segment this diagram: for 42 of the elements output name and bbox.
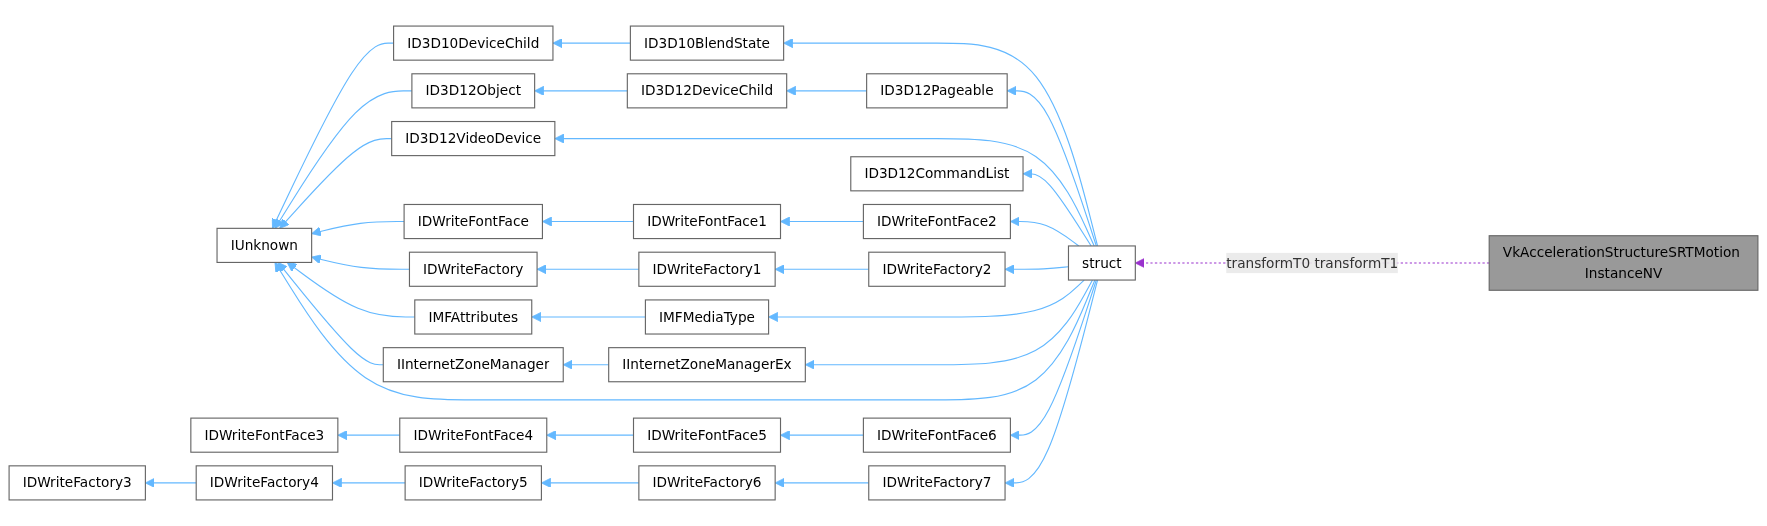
node-box: IMFAttributes bbox=[414, 299, 533, 335]
node-box: VkAccelerationStructureSRTMotion InstanceNV bbox=[1488, 235, 1759, 291]
node-box: IDWriteFactory4 bbox=[195, 465, 334, 501]
node-box: ID3D12VideoDevice bbox=[391, 120, 556, 157]
node-box: IDWriteFactory bbox=[408, 251, 538, 287]
arrow bbox=[780, 216, 864, 227]
arrow bbox=[277, 262, 384, 366]
node-box: IDWriteFontFace6 bbox=[862, 417, 1011, 453]
node-box: IDWriteFactory3 bbox=[8, 465, 146, 501]
node-box: IDWriteFontFace3 bbox=[190, 417, 339, 453]
node-box: struct bbox=[1067, 245, 1136, 281]
arrow bbox=[531, 312, 646, 322]
node-box: IMFMediaType bbox=[644, 299, 770, 335]
node-box: ID3D12DeviceChild bbox=[626, 73, 788, 109]
node-box: IDWriteFactory7 bbox=[868, 465, 1006, 501]
node-box: IDWriteFontFace bbox=[403, 203, 543, 240]
node-box: IDWriteFactory6 bbox=[638, 465, 776, 501]
arrow bbox=[552, 38, 631, 49]
node-box: ID3D12Object bbox=[411, 73, 536, 109]
node-box: ID3D10BlendState bbox=[629, 25, 785, 61]
node-box: IDWriteFactory2 bbox=[868, 251, 1006, 287]
node-box: IUnknown bbox=[216, 227, 313, 263]
arrow bbox=[274, 262, 1096, 401]
node-box: ID3D10DeviceChild bbox=[393, 25, 554, 61]
node-box: IInternetZoneManagerEx bbox=[608, 347, 806, 383]
node-box: IDWriteFactory1 bbox=[638, 251, 776, 287]
node-box: IDWriteFactory5 bbox=[404, 465, 542, 501]
arrow bbox=[780, 430, 864, 441]
arrow bbox=[554, 133, 1095, 247]
node-box: IDWriteFontFace1 bbox=[632, 203, 782, 240]
arrow bbox=[534, 85, 628, 96]
edge-label: transformT0 transformT1 bbox=[1226, 255, 1399, 271]
node-box: ID3D12Pageable bbox=[866, 73, 1008, 109]
node-box: ID3D12CommandList bbox=[850, 156, 1024, 192]
arrow bbox=[783, 38, 1099, 247]
node-box: IDWriteFontFace4 bbox=[399, 417, 548, 453]
node-box: IDWriteFontFace2 bbox=[862, 203, 1011, 240]
arrow bbox=[768, 279, 1085, 322]
node-box: IInternetZoneManager bbox=[382, 347, 564, 383]
arrow bbox=[332, 477, 406, 488]
arrow bbox=[311, 220, 405, 237]
node-box: IDWriteFontFace5 bbox=[632, 417, 782, 453]
